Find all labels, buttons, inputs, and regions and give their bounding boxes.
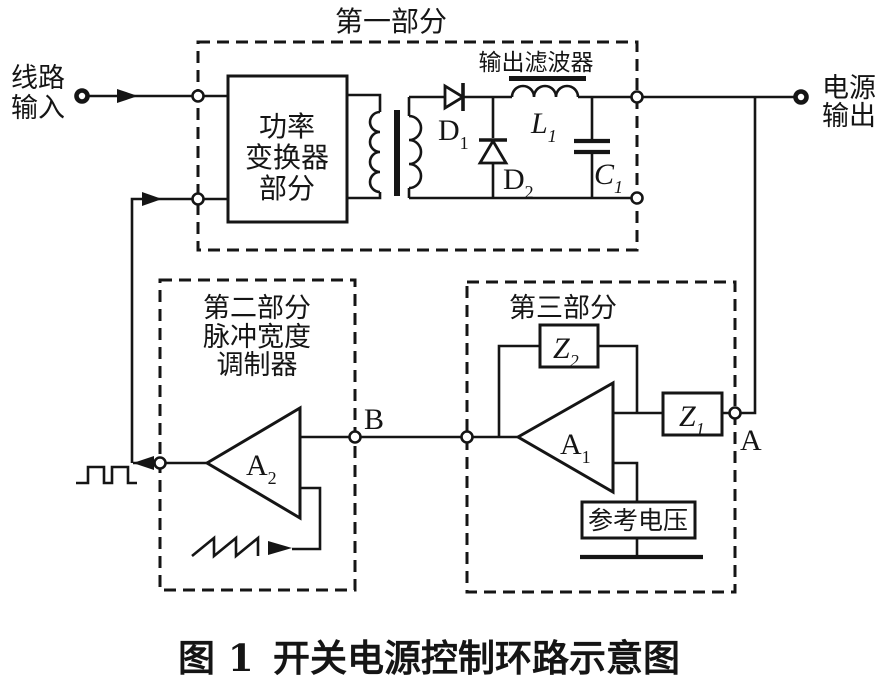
wire-z2-right-leg [598, 344, 639, 413]
square-wave-symbol [76, 465, 137, 485]
power-output-terminal [793, 89, 809, 105]
l1-label: L1 [530, 107, 557, 146]
diode-d1 [443, 83, 466, 111]
power-output-label-2: 输出 [822, 101, 876, 132]
a2-label: A2 [246, 449, 277, 488]
power-converter-label-2: 变换器 [245, 141, 329, 174]
sawtooth-wave-symbol [191, 535, 260, 559]
caption-title: 开关电源控制环路示意图 [273, 636, 680, 680]
part1-title: 第一部分 [335, 5, 447, 38]
reference-voltage-label: 参考电压 [588, 506, 688, 535]
z1-label: Z1 [679, 400, 705, 439]
z2-box [538, 323, 600, 369]
part2-title-3: 调制器 [217, 350, 298, 381]
part2-title-2: 脉冲宽度 [203, 322, 311, 353]
node-a-label: A [740, 424, 762, 457]
node-filter-out-bottom [630, 191, 644, 205]
node-b [348, 430, 362, 444]
transformer-primary-coil [368, 110, 381, 194]
power-output-label-1: 电源 [822, 73, 876, 104]
amplifier-a2-triangle [204, 405, 302, 521]
z1-box [661, 391, 724, 437]
power-converter-box [226, 74, 349, 224]
node-a2-output [153, 456, 167, 470]
inductor-l1 [510, 84, 580, 98]
wire-sawtooth-input [292, 486, 322, 551]
wire-a1-to-reference [613, 461, 639, 502]
amplifier-a1-triangle [514, 380, 615, 495]
part2-title-1: 第二部分 [203, 293, 311, 324]
capacitor-c1 [574, 138, 610, 155]
d1-label: D1 [438, 114, 469, 153]
node-input-bottom [191, 192, 205, 206]
node-a1-output [460, 430, 474, 444]
node-input-top [191, 89, 205, 103]
wire-output-feedback-to-a [735, 97, 757, 415]
c1-label: C1 [594, 158, 623, 197]
reference-voltage-box [580, 500, 697, 540]
node-b-label: B [364, 403, 384, 436]
wire-primary-top-stub [347, 93, 382, 112]
transformer-secondary-coil [408, 114, 423, 190]
wires [89, 93, 794, 557]
line-input-label-2: 输入 [11, 93, 65, 124]
connection-nodes [153, 89, 742, 470]
d2-triangle [477, 138, 509, 165]
d2-label: D2 [503, 163, 534, 202]
line-input-terminal [74, 88, 90, 104]
z2-label: Z2 [553, 332, 579, 371]
node-a [728, 406, 742, 420]
wire-primary-bottom-stub [347, 192, 382, 200]
arrow-sawtooth-icon [268, 541, 292, 555]
a1-label: A1 [560, 428, 591, 467]
arrow-line-input-icon [117, 89, 138, 103]
node-filter-out-top [630, 90, 644, 104]
diode-d2 [477, 138, 509, 165]
arrow-pwm-feedback-icon [142, 192, 162, 206]
output-filter-underline [509, 76, 586, 81]
power-converter-label-3: 部分 [259, 172, 315, 205]
arrow-a2-output-icon [133, 456, 154, 470]
power-converter-label-1: 功率 [259, 110, 315, 143]
transformer-core [394, 110, 400, 196]
caption-figure-number: 图 1 [178, 636, 254, 680]
part3-boundary [465, 280, 737, 594]
transformer [368, 110, 423, 196]
output-filter-label: 输出滤波器 [479, 50, 594, 76]
part3-title: 第三部分 [509, 293, 617, 324]
line-input-label-1: 线路 [11, 63, 65, 94]
part1-boundary [196, 40, 639, 252]
wire-z2-left-leg [497, 344, 540, 437]
d1-triangle [443, 83, 466, 111]
